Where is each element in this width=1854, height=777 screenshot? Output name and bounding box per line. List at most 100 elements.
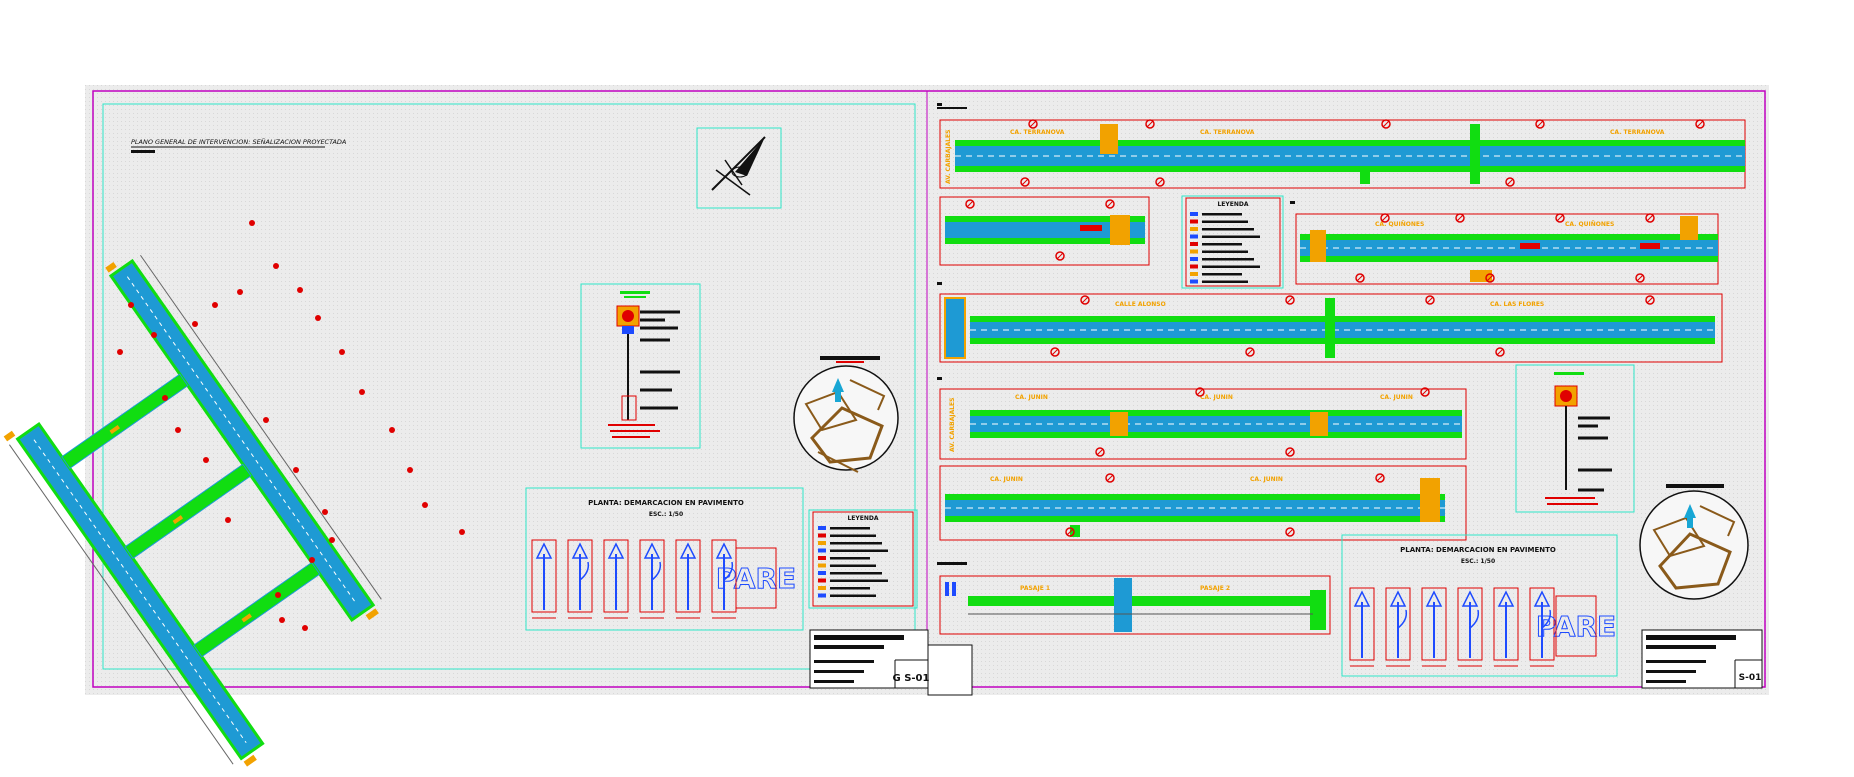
prohibition-sign-icon [1020, 177, 1030, 187]
legend-line [830, 549, 888, 552]
legend-line [1202, 280, 1248, 283]
sheet1-title-bar [131, 150, 155, 153]
prohibition-sign-icon [1285, 295, 1295, 305]
prohibition-slash [1286, 296, 1294, 304]
prohibition-slash [1051, 348, 1059, 356]
prohibition-sign-icon [1505, 177, 1515, 187]
arrow-frame [1421, 587, 1447, 661]
plan-sign-icon [302, 625, 308, 631]
street-strip-1: CA. TERRANOVA CA. TERRANOVA CA. TERRANOV… [937, 103, 1746, 189]
s1-label-b: CA. TERRANOVA [1200, 129, 1255, 136]
prohibition-sign-icon [1245, 347, 1255, 357]
arrow-turn [723, 561, 734, 581]
prohibition-sign-icon [1155, 177, 1165, 187]
legend-swatch [1190, 279, 1198, 284]
marking-panel-2: PLANTA: DEMARCACION EN PAVIMENTO ESC.: 1… [1341, 534, 1618, 677]
prohibition-slash [1696, 120, 1704, 128]
plan-sign-icon [359, 389, 365, 395]
prohibition-sign-icon [1065, 527, 1075, 537]
street-strip-6: CA. JUNIN CA. JUNIN [939, 465, 1467, 541]
sheet1-title: PLANO GENERAL DE INTERVENCION: SEÑALIZAC… [131, 137, 346, 146]
s4-label-b: CA. LAS FLORES [1490, 301, 1544, 308]
plan-sign-icon [273, 263, 279, 269]
prohibition-sign-icon [1555, 213, 1565, 223]
plan-sign-icon [203, 457, 209, 463]
s1-side-label: AV. CARBAJALES [945, 130, 952, 184]
s1-label-c: CA. TERRANOVA [1610, 129, 1665, 136]
street-strip-4: CALLE ALONSO CA. LAS FLORES [937, 282, 1723, 363]
legend-line [830, 572, 882, 575]
legend-swatch [818, 571, 826, 575]
prohibition-slash [1106, 474, 1114, 482]
prohibition-sign-icon [1455, 213, 1465, 223]
arrow-head-icon [1533, 590, 1551, 607]
prohibition-slash [1376, 474, 1384, 482]
prohibition-sign-icon [1145, 119, 1155, 129]
prohibition-sign-icon [1695, 119, 1705, 129]
prohibition-sign-icon [1095, 447, 1105, 457]
s5-side-label: AV. CARBAJALES [949, 398, 956, 452]
prohibition-sign-icon [965, 199, 975, 209]
plan-sign-icon [162, 395, 168, 401]
legend-line [1202, 235, 1260, 238]
arrow-turn [1541, 609, 1552, 629]
legend-swatch [818, 593, 826, 598]
plan-sign-icon [322, 509, 328, 515]
legend-swatch [818, 548, 826, 553]
prohibition-slash [1146, 120, 1154, 128]
prohibition-sign-icon [1495, 347, 1505, 357]
legend-line [830, 564, 876, 567]
legend-swatch [818, 586, 826, 590]
title-block-1: G S-01 [809, 629, 973, 696]
arrow-turn [651, 561, 662, 581]
prohibition-slash [966, 200, 974, 208]
legend-swatch [1190, 249, 1198, 254]
prohibition-slash [1382, 120, 1390, 128]
legend-line [1202, 220, 1248, 223]
prohibition-sign-icon [1645, 213, 1655, 223]
prohibition-sign-icon [1028, 119, 1038, 129]
legend-line [1202, 258, 1254, 261]
prohibition-sign-icon [1425, 295, 1435, 305]
prohibition-sign-icon [1105, 473, 1115, 483]
marking-panel-2-stencil: PARE [1536, 610, 1616, 643]
arrow-frame [639, 539, 665, 613]
plan-sign-icon [212, 302, 218, 308]
legend-line [1202, 243, 1242, 246]
plan-sign-icon [389, 427, 395, 433]
arrow-turn [579, 561, 590, 581]
street-strip-5: CA. JUNIN CA. JUNIN CA. JUNIN AV. CARBAJ… [937, 377, 1467, 460]
plan-sign-icon [237, 289, 243, 295]
arrow-head-icon [1461, 590, 1479, 607]
legend-swatch [818, 533, 826, 538]
legend-swatch [1190, 242, 1198, 246]
arrow-head-icon [643, 542, 661, 559]
arrow-head-icon [679, 542, 697, 559]
legend-line [830, 534, 876, 537]
legend-line [830, 527, 870, 530]
prohibition-slash [1096, 448, 1104, 456]
arrow-frame [531, 539, 557, 613]
arrow-frame [1529, 587, 1555, 661]
legend-line [1202, 228, 1254, 231]
prohibition-slash [1066, 528, 1074, 536]
plan-sign-icon [297, 287, 303, 293]
marking-panel-1-title: PLANTA: DEMARCACION EN PAVIMENTO [588, 499, 744, 507]
arrow-frame [1493, 587, 1519, 661]
prohibition-sign-icon [1375, 473, 1385, 483]
plan-sign-icon [293, 467, 299, 473]
plan-sign-icon [225, 517, 231, 523]
prohibition-slash [1556, 214, 1564, 222]
sheet1-number: G S-01 [893, 673, 930, 684]
s3-label-a: CA. QUIÑONES [1375, 221, 1424, 228]
plan-sign-icon [117, 349, 123, 355]
s7-label-b: PASAJE 2 [1200, 585, 1230, 592]
arrow-head-icon [571, 542, 589, 559]
arrow-frame [567, 539, 593, 613]
plan-sign-icon [175, 427, 181, 433]
plan-sign-icon [309, 557, 315, 563]
plan-sign-icon [315, 315, 321, 321]
legend-line [830, 557, 870, 560]
prohibition-slash [1246, 348, 1254, 356]
sheet1-frame [102, 103, 916, 670]
